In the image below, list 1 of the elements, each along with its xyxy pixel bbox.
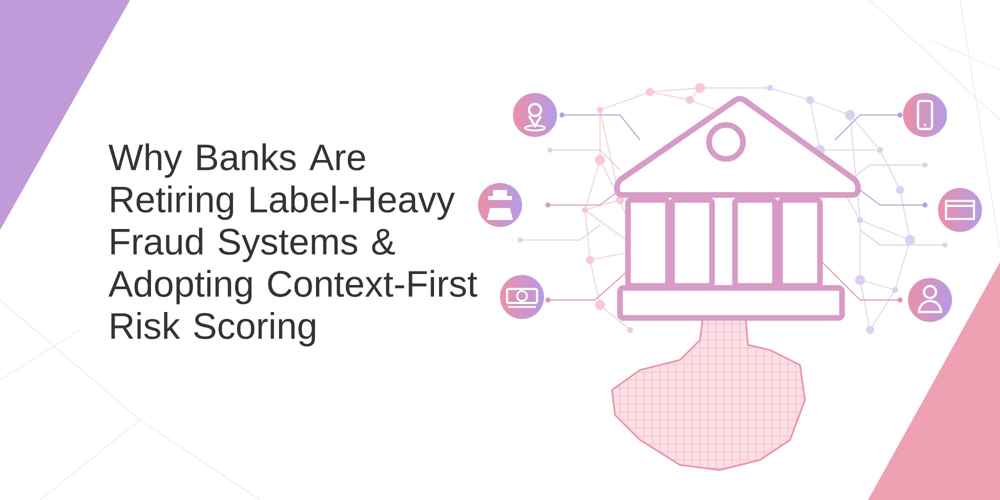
title: Why Banks Are Retiring Label-Heavy Fraud Systems & Adopting Context-First Risk Scoring (108, 143, 478, 346)
